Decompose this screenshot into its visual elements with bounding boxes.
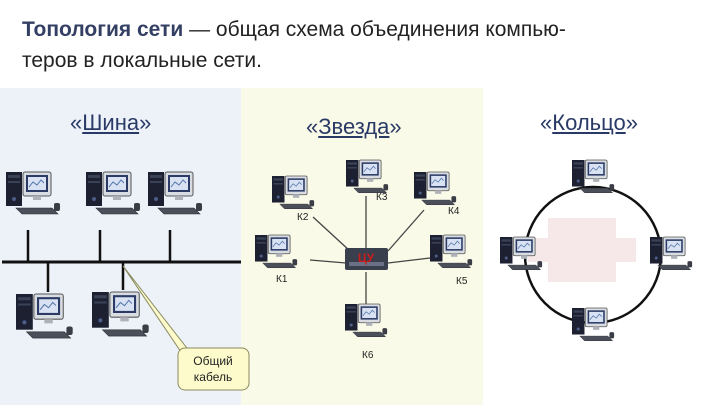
computer-icon <box>147 171 203 215</box>
node-label-k3: К3 <box>376 192 388 203</box>
callout-box <box>177 347 250 391</box>
computer-icon <box>429 234 473 269</box>
computer-icon <box>413 171 457 206</box>
node-label-k6: К6 <box>362 350 374 361</box>
computer-icon <box>5 171 61 215</box>
node-label-k4: К4 <box>448 206 460 217</box>
ring-topology <box>499 159 693 342</box>
callout-line1: Общий <box>193 354 233 368</box>
computer-icon <box>91 291 150 337</box>
node-label-k2: К2 <box>297 212 309 223</box>
heading-bus: «Шина» <box>70 110 152 135</box>
computer-icon <box>649 236 693 271</box>
title-definition: — общая схема объединения компью- <box>183 18 566 41</box>
computer-icon <box>345 159 389 194</box>
hub-label: ЦУ <box>358 251 375 265</box>
heading-star: «Звезда» <box>306 114 402 139</box>
computer-icon <box>271 175 315 210</box>
star-topology: ЦУ К1 К2 К3 К4 К5 К6 <box>254 159 473 361</box>
page-title: Топология сети — общая схема объединения… <box>22 14 712 76</box>
node-label-k1: К1 <box>276 274 288 285</box>
hub-icon <box>345 248 388 270</box>
bus-topology: Общий кабель <box>2 171 250 391</box>
computer-icon <box>85 171 141 215</box>
computer-icon <box>254 234 298 269</box>
title-term: Топология сети <box>22 18 184 41</box>
computer-icon <box>571 307 615 342</box>
heading-ring: «Кольцо» <box>540 110 638 135</box>
computer-icon <box>344 303 388 338</box>
title-line2: теров в локальные сети. <box>22 49 262 72</box>
node-label-k5: К5 <box>456 276 468 287</box>
callout-line2: кабель <box>194 370 232 384</box>
computer-icon <box>15 293 74 339</box>
